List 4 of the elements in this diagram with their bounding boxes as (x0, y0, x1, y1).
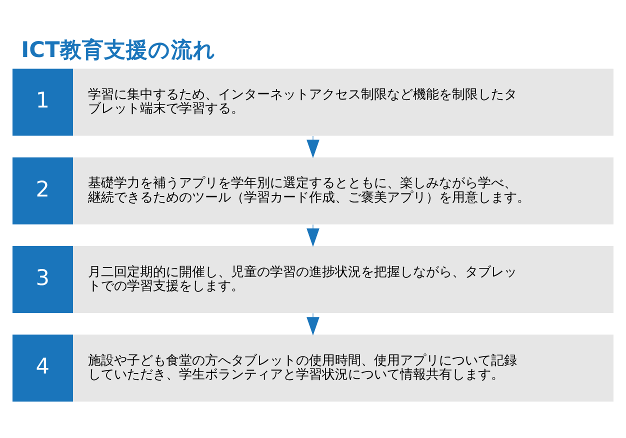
arrow (306, 313, 320, 336)
arrow (306, 136, 320, 158)
diagram-title: ICT教育支援の流れ (21, 38, 216, 63)
arrow (306, 224, 320, 247)
